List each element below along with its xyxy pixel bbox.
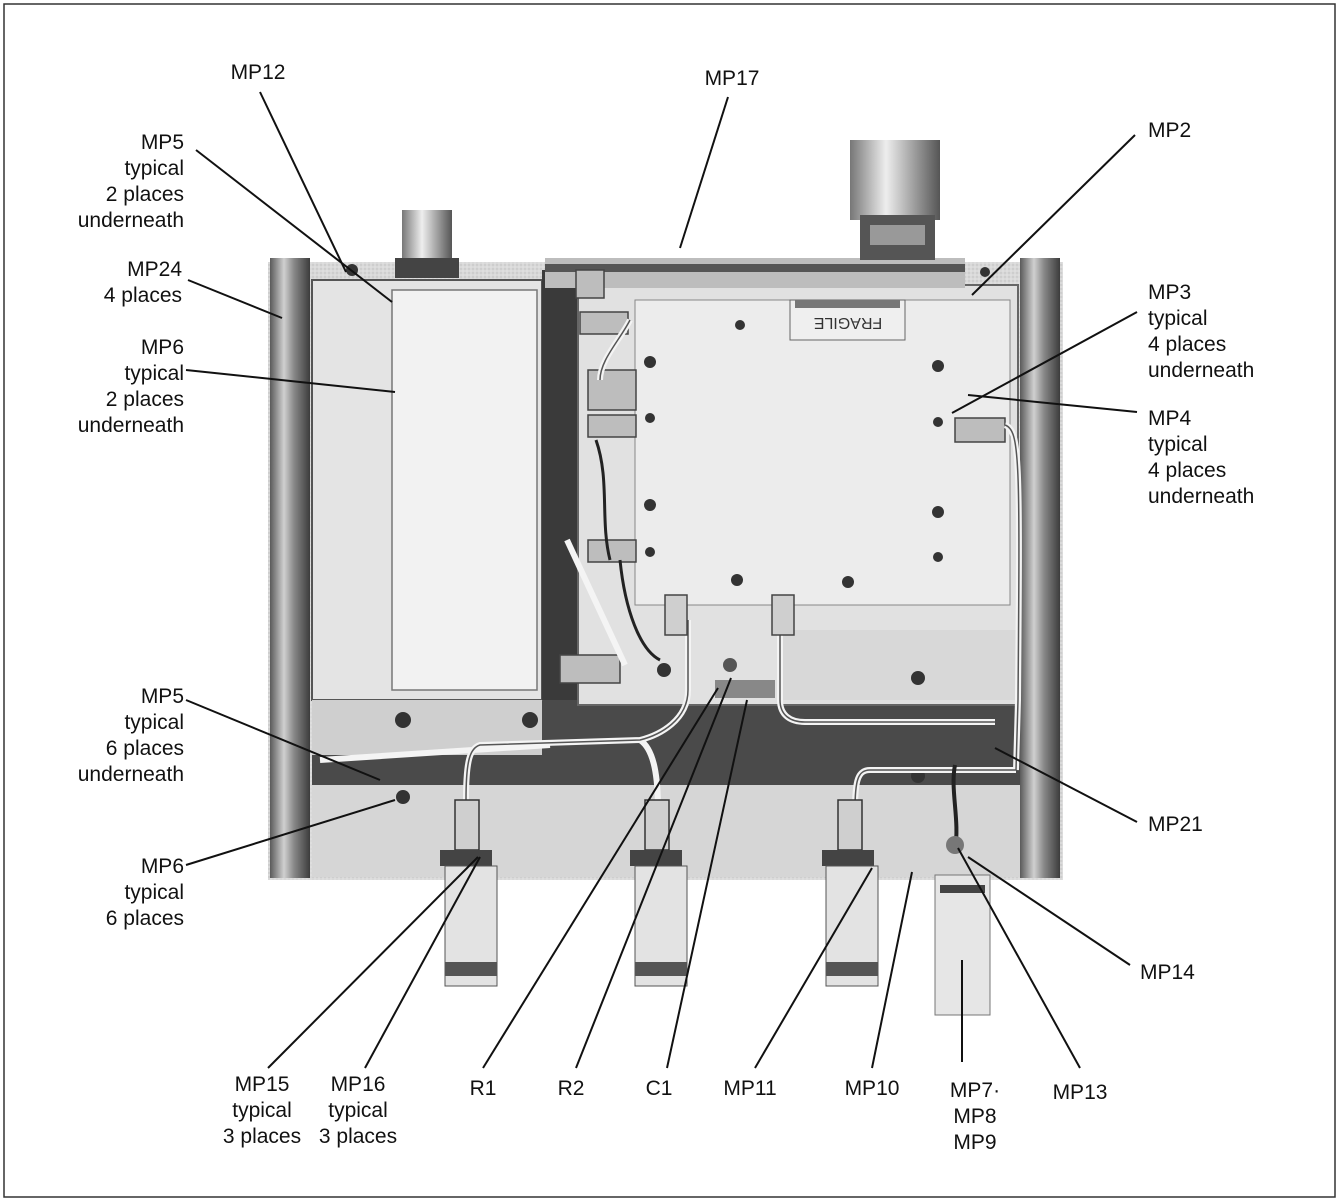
callout-mp12: MP12 (230, 61, 286, 84)
callout-mp24: MP24 4 places (103, 258, 182, 307)
leader-lines (185, 91, 1138, 1069)
callout-mp21: MP21 (1148, 813, 1203, 836)
callout-mp5-top: MP5 typical 2 places underneath (77, 131, 184, 232)
callout-r2: R2 (557, 1077, 585, 1100)
left-rod (270, 258, 310, 878)
bottom-connectors (440, 799, 879, 987)
callout-mp10: MP10 (844, 1077, 900, 1100)
callout-mp6-bottom: MP6 typical 6 places (105, 855, 184, 930)
callout-c1: C1 (645, 1077, 673, 1100)
left-knob (402, 210, 452, 262)
callout-mp4: MP4 typical 4 places underneath (1148, 407, 1255, 508)
callout-mp15: MP15 typical 3 places (222, 1073, 302, 1148)
right-rod (1020, 258, 1060, 878)
callout-mp11: MP11 (723, 1077, 777, 1100)
callout-mp13: MP13 (1052, 1081, 1108, 1104)
callout-r1: R1 (469, 1077, 497, 1100)
callout-mp17: MP17 (704, 67, 760, 90)
figure-border (3, 3, 1336, 1198)
callout-mp3: MP3 typical 4 places underneath (1148, 281, 1255, 382)
callout-mp14: MP14 (1140, 961, 1195, 984)
callout-mp2: MP2 (1148, 119, 1192, 142)
callout-mp7-mp8-mp9: MP7· MP8 MP9 (949, 1079, 1001, 1154)
assembly-photo: FRAGILE (268, 140, 1063, 1016)
fragile-sticker-text: FRAGILE (814, 314, 882, 331)
callout-mp16: MP16 typical 3 places (318, 1073, 398, 1148)
right-knob (850, 140, 940, 220)
callout-mp6-top: MP6 typical 2 places underneath (77, 336, 184, 437)
callout-mp5-bottom: MP5 typical 6 places underneath (77, 685, 184, 786)
